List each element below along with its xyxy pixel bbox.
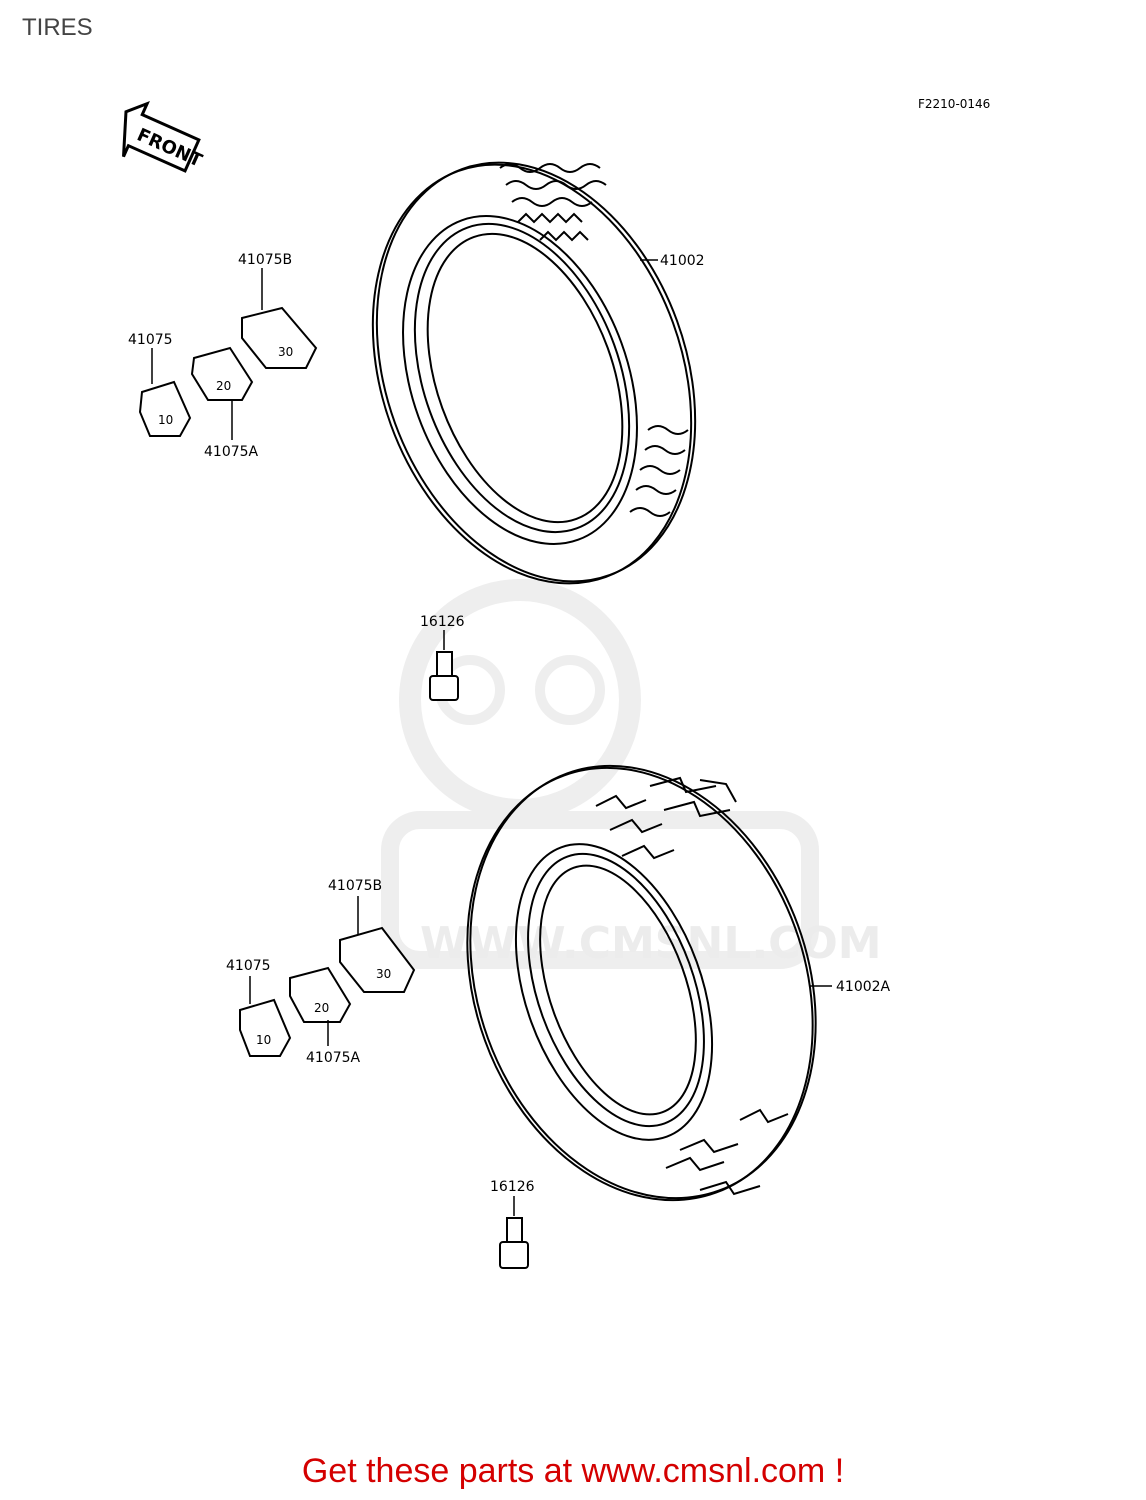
label-41075-lower: 41075	[226, 958, 271, 974]
footer-link[interactable]: Get these parts at www.cmsnl.com !	[301, 1452, 845, 1490]
weight-41075A-upper[interactable]: 20	[190, 346, 254, 401]
weight-41075-lower[interactable]: 10	[239, 998, 292, 1057]
label-16126-lower: 16126	[490, 1179, 535, 1195]
label-41075B-upper: 41075B	[238, 252, 292, 268]
weight-41075B-lower[interactable]: 30	[339, 926, 416, 993]
weight-41075-upper[interactable]: 10	[138, 380, 192, 437]
front-arrow: FRONT	[122, 100, 206, 173]
label-41002: 41002	[660, 253, 705, 269]
label-41002A: 41002A	[836, 979, 891, 995]
tire-41002A[interactable]	[409, 717, 874, 1249]
weight-mark-30-upper: 30	[278, 345, 293, 359]
figure-code: F2210-0146	[918, 97, 990, 111]
watermark-text: WWW.CMSNL.COM	[420, 918, 882, 969]
page-title: TIRES	[22, 14, 93, 41]
label-41075-upper: 41075	[128, 332, 173, 348]
weight-mark-10-upper: 10	[158, 413, 173, 427]
label-41075A-upper: 41075A	[204, 444, 259, 460]
weight-mark-20-upper: 20	[216, 379, 231, 393]
label-16126-upper: 16126	[420, 614, 465, 630]
label-41075A-lower: 41075A	[306, 1050, 361, 1066]
tire-41002[interactable]	[317, 118, 751, 629]
weight-mark-20-lower: 20	[314, 1001, 329, 1015]
valve-16126-lower[interactable]	[499, 1196, 529, 1269]
weight-41075B-upper[interactable]: 30	[241, 306, 318, 369]
label-41075B-lower: 41075B	[328, 878, 382, 894]
watermark: WWW.CMSNL.COM	[381, 579, 882, 969]
valve-16126-upper[interactable]	[429, 630, 459, 701]
weight-mark-10-lower: 10	[256, 1033, 271, 1047]
weight-mark-30-lower: 30	[376, 967, 391, 981]
weight-41075A-lower[interactable]: 20	[289, 966, 352, 1023]
